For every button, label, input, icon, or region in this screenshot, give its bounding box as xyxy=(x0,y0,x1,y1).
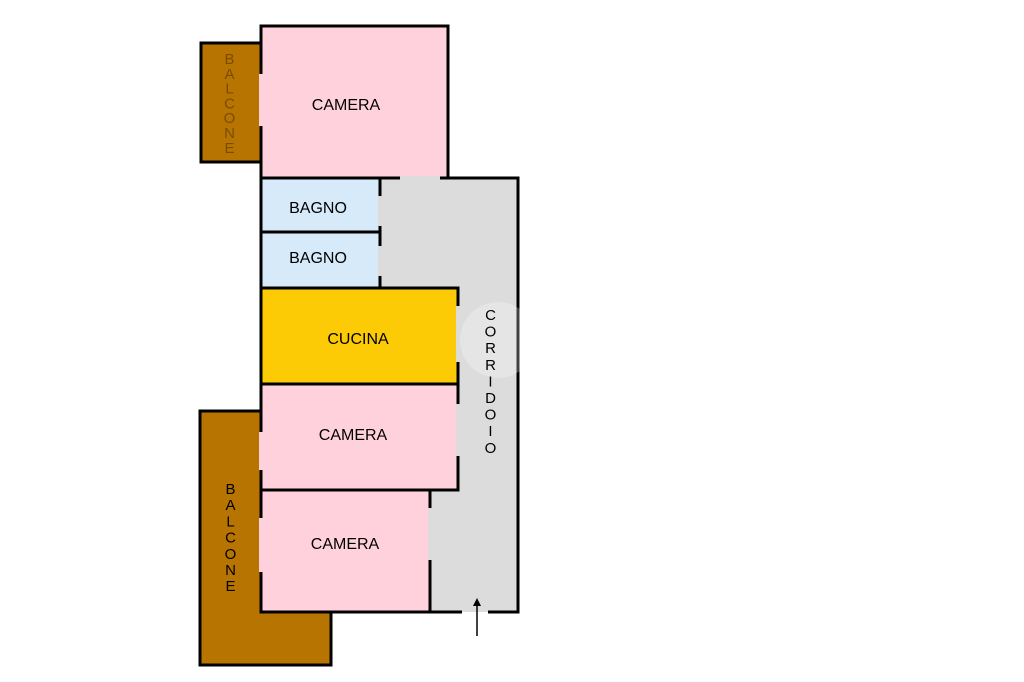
room-camera-bottom xyxy=(259,488,432,614)
vertical-letter: N xyxy=(225,562,237,579)
label-cucina: CUCINA xyxy=(327,331,389,348)
label-camera-mid: CAMERA xyxy=(319,427,388,444)
label-bagno-2: BAGNO xyxy=(289,250,347,267)
vertical-letter: A xyxy=(225,497,236,514)
vertical-letter: O xyxy=(485,324,498,341)
vertical-letter: D xyxy=(485,390,497,407)
vertical-letter: E xyxy=(224,140,235,157)
vertical-letter: C xyxy=(485,307,497,324)
label-bagno-1: BAGNO xyxy=(289,200,347,217)
vertical-letter: I xyxy=(488,373,493,390)
room-bagno-1 xyxy=(259,176,382,234)
vertical-letter: C xyxy=(225,530,237,547)
label-camera-bottom: CAMERA xyxy=(311,536,380,553)
vertical-letter: L xyxy=(225,81,234,98)
vertical-letter: O xyxy=(485,440,498,457)
vertical-letter: O xyxy=(224,110,237,127)
vertical-letter: L xyxy=(226,513,235,530)
vertical-letter: N xyxy=(224,125,236,142)
vertical-letter: R xyxy=(485,357,497,374)
watermark xyxy=(460,302,536,378)
room-cucina xyxy=(259,286,460,386)
vertical-letter: A xyxy=(224,66,235,83)
balcone-top-area xyxy=(199,41,263,164)
arrow-up-icon xyxy=(473,598,481,636)
vertical-letter: B xyxy=(225,481,236,498)
room-camera-mid xyxy=(259,382,460,492)
vertical-letter: R xyxy=(485,340,497,357)
label-camera-top: CAMERA xyxy=(312,97,381,114)
vertical-letter: O xyxy=(485,407,498,424)
balcone-top xyxy=(199,41,263,164)
door-openings xyxy=(259,74,460,572)
vertical-letter: O xyxy=(225,546,238,563)
vertical-letter: E xyxy=(225,578,236,595)
vertical-letter: I xyxy=(488,423,493,440)
vertical-letter: B xyxy=(224,51,235,68)
vertical-letter: C xyxy=(224,95,236,112)
